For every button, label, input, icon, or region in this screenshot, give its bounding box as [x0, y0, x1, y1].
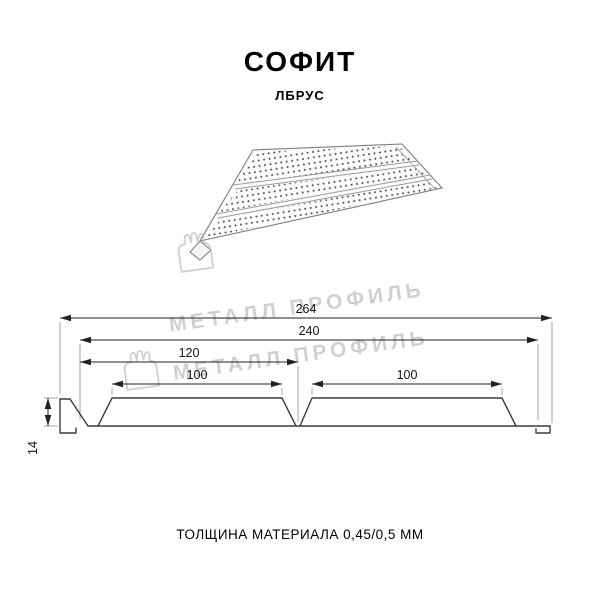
cross-section-drawing: 264 240 120 100 100 14: [26, 302, 553, 455]
perforation-strip: [205, 180, 438, 238]
soffit-profile-outline: [59, 397, 551, 434]
perforation-strip: [220, 166, 427, 212]
material-thickness-note: ТОЛЩИНА МАТЕРИАЛА 0,45/0,5 ММ: [176, 527, 424, 542]
product-title: СОФИТ: [243, 46, 357, 77]
dim-label-100-left: 100: [187, 368, 208, 382]
panel-edge-curl: [189, 240, 212, 261]
dim-label-240: 240: [299, 324, 320, 338]
dim-label-264: 264: [296, 302, 317, 316]
panel-grooves: [215, 146, 437, 219]
soffit-3d-view: [189, 143, 444, 261]
product-subtitle: ЛБРУС: [275, 88, 325, 103]
perforation-strip: [236, 146, 414, 184]
dim-label-100-right: 100: [397, 368, 418, 382]
dim-label-14: 14: [26, 441, 40, 455]
dimension-lines: [44, 314, 552, 426]
dim-label-120: 120: [179, 346, 200, 360]
